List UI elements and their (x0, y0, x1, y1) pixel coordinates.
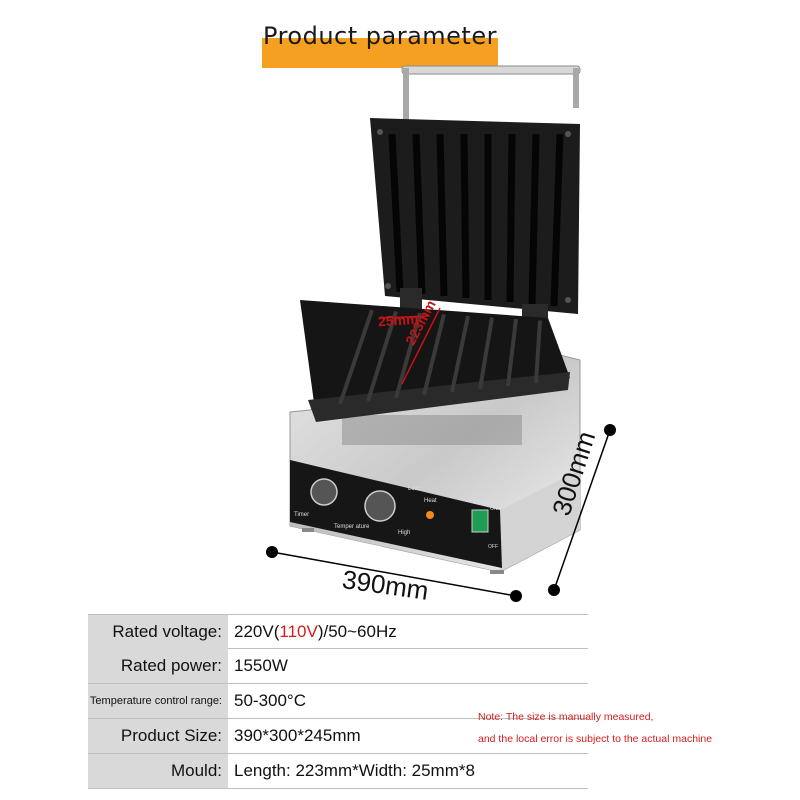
spec-row-rated-power: Rated power: 1550W (88, 649, 588, 684)
temperature-label: Temper ature (334, 524, 370, 530)
timer-knob (310, 478, 338, 506)
title-highlight-bar (262, 38, 498, 68)
spec-value: 390*300*245mm (234, 726, 361, 745)
spec-label: Temperature control range: (88, 684, 228, 718)
low-label: Low (408, 486, 420, 492)
heat-indicator (426, 511, 434, 519)
power-switch (471, 509, 489, 533)
spec-table: Rated voltage: 220V(110V)/50~60Hz Rated … (88, 614, 588, 789)
spec-value-text: )/50~60Hz (317, 622, 397, 641)
upper-groove (460, 133, 470, 299)
heat-label: Heat (424, 498, 437, 504)
lower-groove (478, 317, 494, 390)
note-line-1: Note: The size is manually measured, (478, 711, 654, 723)
lower-groove (394, 312, 422, 399)
upper-plate (370, 118, 580, 314)
spec-value: Length: 223mm*Width: 25mm*8 (234, 761, 475, 780)
measurement-note: Note: The size is manually measured, and… (478, 706, 712, 750)
lower-groove (450, 315, 470, 393)
spec-row-rated-voltage: Rated voltage: 220V(110V)/50~60Hz (88, 614, 588, 649)
timer-label: Timer (294, 512, 309, 518)
page-title: Product parameter (263, 22, 497, 50)
lower-plate (300, 300, 570, 422)
temperature-knob (364, 490, 396, 522)
spec-value: 50-300°C (234, 691, 307, 710)
lower-groove (366, 310, 398, 402)
height-dimension-line (548, 424, 616, 596)
upper-groove (528, 133, 540, 305)
note-line-2: and the local error is subject to the ac… (478, 733, 713, 745)
lower-groove (534, 320, 542, 384)
spec-value: 220V(110V)/50~60Hz (234, 615, 397, 649)
spec-label: Rated power: (88, 649, 228, 683)
upper-groove (436, 133, 448, 297)
lower-groove (422, 314, 446, 396)
power-label: Power (474, 500, 491, 506)
lower-groove (338, 309, 374, 405)
spec-label: Mould: (88, 754, 228, 788)
spec-row-product-size: Product Size: 390*300*245mm (88, 719, 588, 754)
product-image: Timer Temper ature Low High Heat Power O… (250, 60, 650, 620)
spec-label: Rated voltage: (88, 615, 228, 649)
spec-value: 1550W (234, 656, 288, 675)
upper-groove (506, 133, 516, 303)
handle (401, 65, 581, 124)
waffle-machine-illustration: Timer Temper ature Low High Heat Power O… (266, 65, 616, 602)
upper-groove (388, 133, 404, 293)
width-dimension-line (266, 546, 522, 602)
off-label: OFF (488, 544, 498, 550)
high-label: High (398, 530, 410, 536)
title-banner: Product parameter (262, 22, 498, 68)
lower-groove (506, 318, 518, 387)
spec-row-temperature-range: Temperature control range: 50-300°C (88, 684, 588, 719)
upper-groove (412, 133, 426, 295)
spec-label: Product Size: (88, 719, 228, 753)
on-label: ON (490, 506, 498, 512)
upper-groove (550, 133, 564, 307)
spec-value-text: 220V( (234, 622, 280, 641)
spec-value-highlight: 110V (279, 622, 318, 641)
spec-row-mould: Mould: Length: 223mm*Width: 25mm*8 (88, 754, 588, 789)
control-panel: Timer Temper ature Low High Heat Power O… (290, 460, 502, 568)
